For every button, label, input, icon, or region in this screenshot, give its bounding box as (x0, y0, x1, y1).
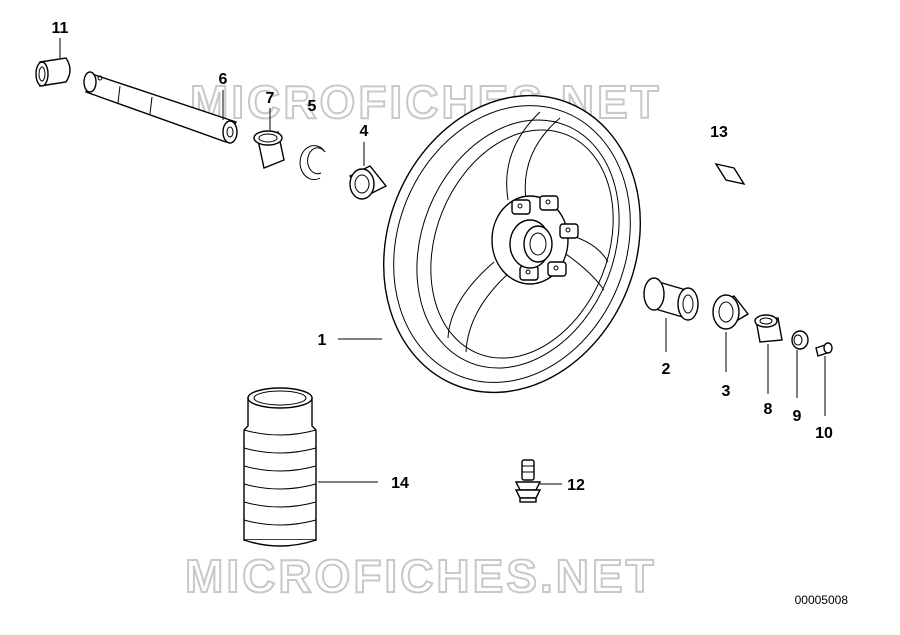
part-12-valve[interactable] (514, 459, 542, 503)
callout-2: 2 (662, 361, 671, 378)
part-2-spacer-sleeve[interactable] (643, 277, 699, 321)
part-9-washer[interactable] (791, 330, 809, 350)
callout-9: 9 (793, 408, 802, 425)
part-11-sleeve[interactable] (35, 57, 71, 87)
callout-10: 10 (815, 425, 833, 442)
callout-5: 5 (308, 98, 317, 115)
part-7-spacer[interactable] (253, 130, 285, 169)
callout-13: 13 (710, 124, 728, 141)
part-10-screw[interactable] (815, 342, 833, 357)
part-1-wheel[interactable] (340, 57, 684, 432)
callout-11: 11 (52, 20, 69, 37)
callout-3: 3 (722, 383, 731, 400)
callout-7: 7 (266, 90, 275, 107)
callout-14: 14 (391, 475, 409, 492)
callout-12: 12 (567, 477, 585, 494)
part-6-axle[interactable] (83, 71, 238, 144)
watermark-bottom: MICROFICHES.NET (185, 550, 657, 602)
callout-4: 4 (360, 123, 369, 140)
part-3-bearing[interactable] (712, 294, 750, 330)
callout-1: 1 (318, 332, 327, 349)
part-5-circlip[interactable] (299, 145, 326, 181)
part-4-bearing[interactable] (348, 165, 388, 200)
part-8-sleeve[interactable] (754, 314, 783, 343)
document-number: 00005008 (795, 593, 849, 607)
callout-6: 6 (219, 71, 228, 88)
part-13-wedge[interactable] (714, 162, 746, 186)
callout-8: 8 (764, 401, 773, 418)
part-14-protective-sleeve[interactable] (243, 387, 317, 547)
